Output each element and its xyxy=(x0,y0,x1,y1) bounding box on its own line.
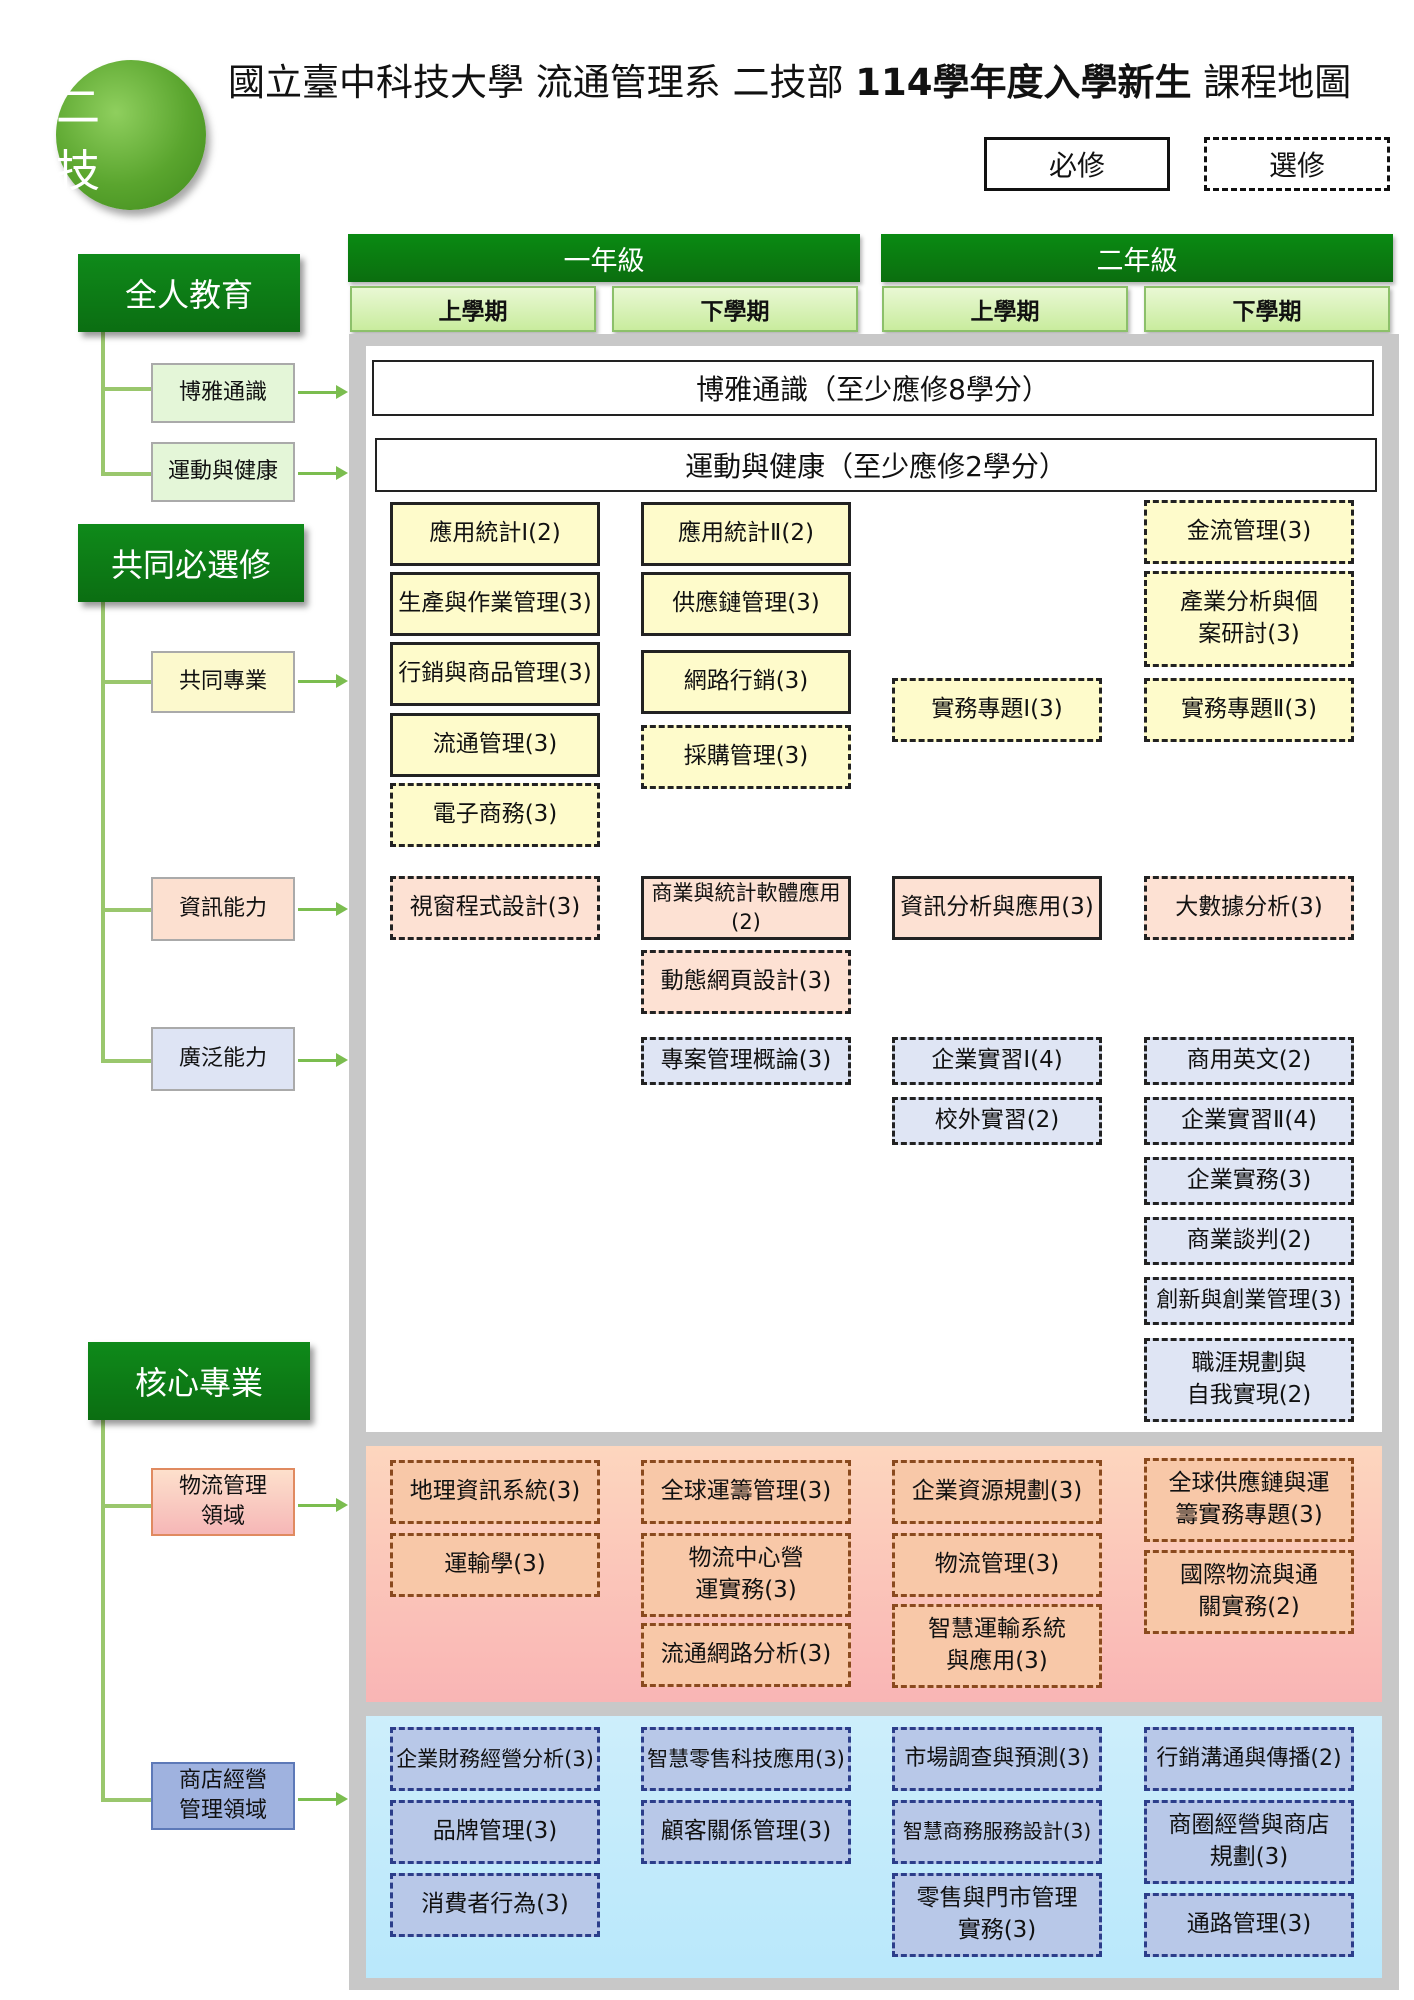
course-box: 企業實務(3) xyxy=(1144,1157,1354,1205)
course-box: 顧客關係管理(3) xyxy=(641,1800,851,1864)
sub-common-pro: 共同專業 xyxy=(151,651,295,713)
course-box: 應用統計Ⅱ(2) xyxy=(641,502,851,566)
course-box: 地理資訊系統(3) xyxy=(390,1460,600,1524)
year-1-header: 一年級 xyxy=(348,234,860,282)
tree-line xyxy=(101,1059,151,1063)
course-box: 智慧運輸系統與應用(3) xyxy=(892,1604,1102,1688)
tree-line xyxy=(101,387,151,391)
course-box: 流通網路分析(3) xyxy=(641,1623,851,1687)
sports-requirement: 運動與健康（至少應修2學分） xyxy=(375,438,1377,492)
course-box: 網路行銷(3) xyxy=(641,650,851,714)
arrow-icon xyxy=(298,1498,348,1512)
category-general: 全人教育 xyxy=(78,254,300,332)
course-box: 校外實習(2) xyxy=(892,1097,1102,1145)
course-box: 物流中心營運實務(3) xyxy=(641,1533,851,1617)
legend-elective: 選修 xyxy=(1204,137,1390,191)
page-title: 國立臺中科技大學 流通管理系 二技部 114學年度入學新生 課程地圖 xyxy=(228,61,1352,104)
tree-line xyxy=(101,1798,151,1802)
semester-4-header: 下學期 xyxy=(1144,286,1390,332)
course-box: 物流管理(3) xyxy=(892,1533,1102,1597)
course-box: 供應鏈管理(3) xyxy=(641,572,851,636)
course-box: 金流管理(3) xyxy=(1144,500,1354,564)
course-box: 生產與作業管理(3) xyxy=(390,572,600,636)
tree-line xyxy=(101,1504,151,1508)
semester-2-header: 下學期 xyxy=(612,286,858,332)
course-box: 全球運籌管理(3) xyxy=(641,1460,851,1524)
sub-store: 商店經營管理領域 xyxy=(151,1762,295,1830)
course-box: 專案管理概論(3) xyxy=(641,1037,851,1085)
arrow-icon xyxy=(298,902,348,916)
course-box: 職涯規劃與自我實現(2) xyxy=(1144,1338,1354,1422)
course-box: 企業資源規劃(3) xyxy=(892,1460,1102,1524)
sub-broad: 廣泛能力 xyxy=(151,1027,295,1091)
course-box: 大數據分析(3) xyxy=(1144,876,1354,940)
arrow-icon xyxy=(298,1053,348,1067)
course-box: 商用英文(2) xyxy=(1144,1037,1354,1085)
course-box: 採購管理(3) xyxy=(641,725,851,789)
tree-line xyxy=(101,472,151,476)
program-badge: 二 技 xyxy=(56,60,206,210)
arrow-icon xyxy=(298,466,348,480)
sub-sports: 運動與健康 xyxy=(151,442,295,502)
tree-line xyxy=(101,1420,105,1802)
course-box: 實務專題Ⅱ(3) xyxy=(1144,678,1354,742)
course-box: 視窗程式設計(3) xyxy=(390,876,600,940)
tree-line xyxy=(101,330,105,476)
arrow-icon xyxy=(298,1792,348,1806)
course-box: 品牌管理(3) xyxy=(390,1800,600,1864)
legend-required: 必修 xyxy=(984,137,1170,191)
course-box: 運輸學(3) xyxy=(390,1533,600,1597)
course-box: 國際物流與通關實務(2) xyxy=(1144,1550,1354,1634)
course-box: 創新與創業管理(3) xyxy=(1144,1277,1354,1325)
category-core: 核心專業 xyxy=(88,1342,310,1420)
course-box: 電子商務(3) xyxy=(390,783,600,847)
course-box: 智慧零售科技應用(3) xyxy=(641,1727,851,1791)
course-box: 企業實習Ⅰ(4) xyxy=(892,1037,1102,1085)
course-box: 實務專題Ⅰ(3) xyxy=(892,678,1102,742)
course-box: 動態網頁設計(3) xyxy=(641,950,851,1014)
tree-line xyxy=(101,680,151,684)
semester-3-header: 上學期 xyxy=(882,286,1128,332)
course-box: 應用統計Ⅰ(2) xyxy=(390,502,600,566)
course-box: 行銷與商品管理(3) xyxy=(390,642,600,706)
course-box: 零售與門市管理實務(3) xyxy=(892,1873,1102,1957)
sub-liberal: 博雅通識 xyxy=(151,363,295,423)
course-box: 商圈經營與商店規劃(3) xyxy=(1144,1800,1354,1884)
course-box: 資訊分析與應用(3) xyxy=(892,876,1102,940)
year-2-header: 二年級 xyxy=(881,234,1393,282)
course-box: 消費者行為(3) xyxy=(390,1873,600,1937)
semester-1-header: 上學期 xyxy=(350,286,596,332)
course-box: 商業談判(2) xyxy=(1144,1217,1354,1265)
category-common: 共同必選修 xyxy=(78,524,304,602)
course-box: 企業財務經營分析(3) xyxy=(390,1727,600,1791)
sub-info: 資訊能力 xyxy=(151,877,295,941)
tree-line xyxy=(101,908,151,912)
course-box: 流通管理(3) xyxy=(390,713,600,777)
course-box: 企業實習Ⅱ(4) xyxy=(1144,1097,1354,1145)
course-box: 市場調查與預測(3) xyxy=(892,1727,1102,1791)
tree-line xyxy=(101,600,105,1063)
arrow-icon xyxy=(298,674,348,688)
course-box: 商業與統計軟體應用(2) xyxy=(641,876,851,940)
arrow-icon xyxy=(298,385,348,399)
sub-logistics: 物流管理領域 xyxy=(151,1468,295,1536)
course-box: 智慧商務服務設計(3) xyxy=(892,1800,1102,1864)
course-box: 行銷溝通與傳播(2) xyxy=(1144,1727,1354,1791)
course-box: 通路管理(3) xyxy=(1144,1893,1354,1957)
course-box: 全球供應鏈與運籌實務專題(3) xyxy=(1144,1458,1354,1542)
course-box: 產業分析與個案研討(3) xyxy=(1144,571,1354,667)
liberal-requirement: 博雅通識（至少應修8學分） xyxy=(372,360,1374,416)
